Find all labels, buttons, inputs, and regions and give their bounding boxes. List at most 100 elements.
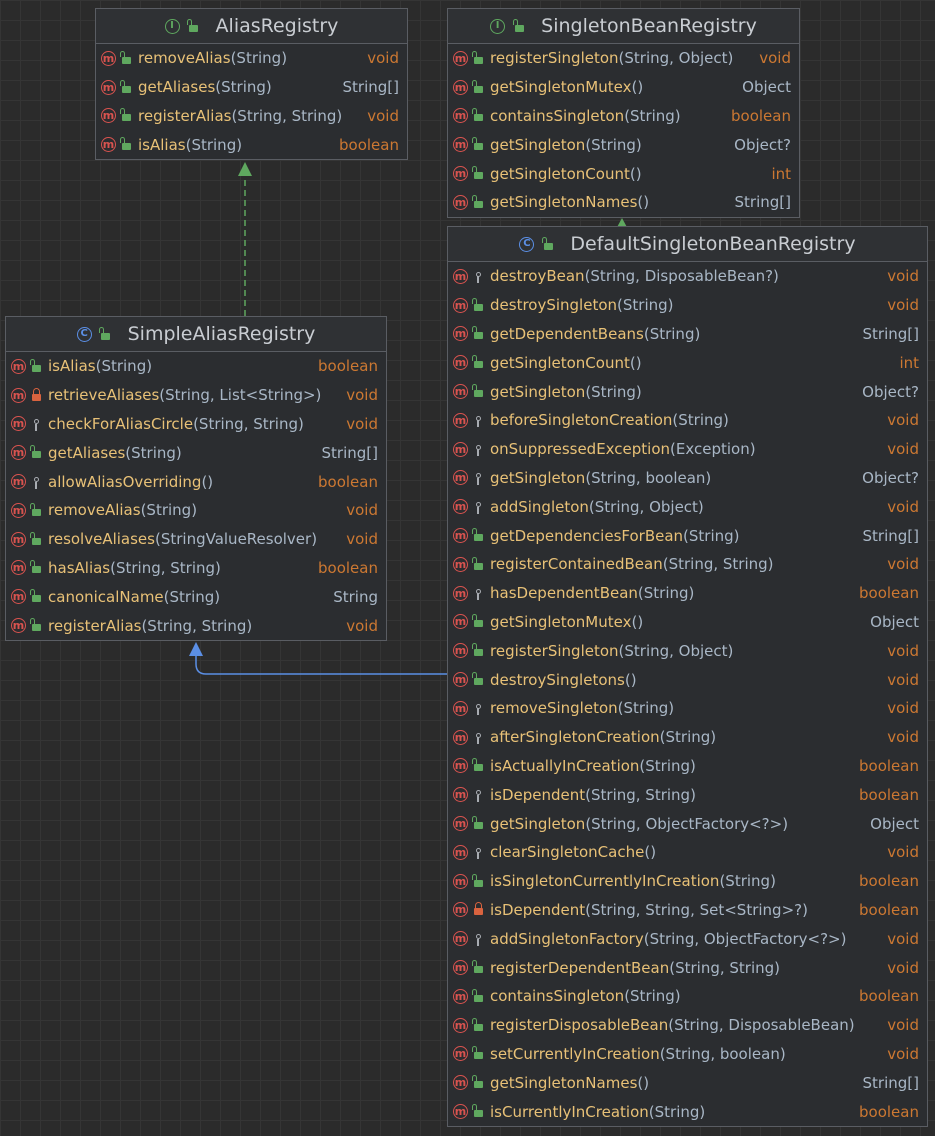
public-visibility-icon — [470, 50, 486, 64]
method-name: removeAlias — [48, 501, 141, 520]
method-return-type: void — [367, 106, 399, 125]
interface-icon: I — [164, 18, 180, 34]
method-name: getSingleton — [490, 814, 586, 833]
protected-visibility-icon — [470, 934, 486, 946]
method-icon: m — [11, 445, 26, 461]
method-name: isSingletonCurrentlyInCreation — [490, 872, 720, 891]
method-icon: m — [453, 441, 468, 457]
method-icon: m — [453, 268, 468, 284]
method-icon: m — [453, 931, 468, 947]
method-name: removeAlias — [138, 49, 231, 68]
method-icon: m — [453, 873, 468, 889]
method-return-type: boolean — [318, 558, 378, 577]
method-name: isActuallyInCreation — [490, 756, 640, 775]
method-params: (String, boolean) — [659, 1044, 786, 1063]
method-name: clearSingletonCache — [490, 843, 645, 862]
public-visibility-icon — [28, 589, 44, 603]
class-name: AliasRegistry — [215, 15, 339, 37]
public-visibility-icon — [470, 297, 486, 311]
edge-default-extends-simple — [195, 655, 448, 675]
method-return-type: boolean — [318, 472, 378, 491]
method-icon: m — [453, 326, 468, 342]
class-header[interactable]: I AliasRegistry — [96, 9, 407, 44]
method-params: (String) — [585, 382, 642, 401]
method-icon: m — [101, 108, 116, 124]
method-params: () — [631, 612, 644, 631]
method-return-type: void — [346, 501, 378, 520]
method-name: hasAlias — [48, 558, 111, 577]
protected-visibility-icon — [470, 271, 486, 284]
method-params: (String) — [230, 49, 288, 68]
method-icon: m — [101, 50, 116, 66]
method-return-type: void — [887, 1044, 919, 1063]
method-name: isDependent — [490, 785, 586, 804]
public-visibility-icon — [470, 194, 486, 208]
method-icon: m — [11, 358, 26, 374]
public-visibility-icon — [118, 137, 134, 151]
public-visibility-icon — [470, 758, 486, 772]
method-return-type: int — [899, 353, 919, 372]
method-icon: m — [11, 618, 26, 634]
method-icon: m — [453, 556, 468, 572]
method-return-type: boolean — [859, 987, 919, 1006]
public-visibility-icon — [540, 236, 556, 250]
